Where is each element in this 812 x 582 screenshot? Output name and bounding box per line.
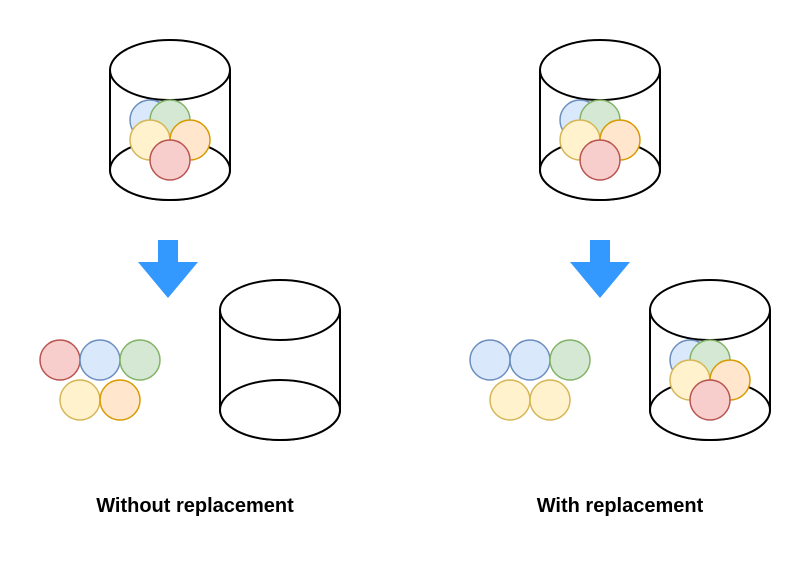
panel-with-replacement bbox=[469, 39, 771, 441]
caption-with-replacement: With replacement bbox=[536, 495, 704, 517]
source-urn-left bbox=[109, 39, 231, 201]
panel-without-replacement bbox=[39, 39, 341, 441]
ball-red bbox=[689, 379, 731, 421]
source-urn-right bbox=[539, 39, 661, 201]
urn-bottom-rim bbox=[219, 379, 341, 441]
drawn-balls-left bbox=[39, 339, 161, 421]
ball-yellow bbox=[529, 379, 571, 421]
ball-blue bbox=[509, 339, 551, 381]
ball-orange bbox=[99, 379, 141, 421]
ball-yellow bbox=[489, 379, 531, 421]
empty-urn bbox=[219, 279, 341, 441]
ball-red bbox=[39, 339, 81, 381]
urn-top-rim bbox=[539, 39, 661, 101]
ball-yellow bbox=[59, 379, 101, 421]
caption-without-replacement: Without replacement bbox=[96, 495, 294, 517]
urn-top-rim bbox=[219, 279, 341, 341]
ball-blue bbox=[469, 339, 511, 381]
drawn-balls-right bbox=[469, 339, 591, 421]
ball-red bbox=[579, 139, 621, 181]
ball-blue bbox=[79, 339, 121, 381]
ball-green bbox=[119, 339, 161, 381]
down-arrow-left bbox=[138, 240, 198, 298]
urn-top-rim bbox=[649, 279, 771, 341]
ball-red bbox=[149, 139, 191, 181]
urn-top-rim bbox=[109, 39, 231, 101]
refilled-urn bbox=[649, 279, 771, 441]
ball-green bbox=[549, 339, 591, 381]
down-arrow-right bbox=[570, 240, 630, 298]
